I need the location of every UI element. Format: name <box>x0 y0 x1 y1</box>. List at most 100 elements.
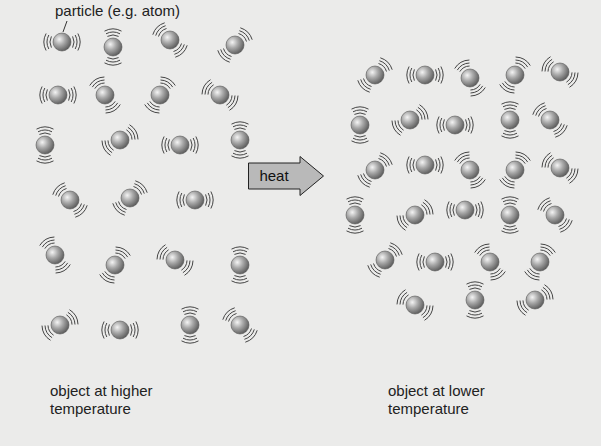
particles <box>36 23 578 343</box>
particle <box>506 66 524 84</box>
vibration-marks <box>202 80 238 111</box>
vibration-marks <box>397 200 433 231</box>
particle <box>406 206 424 224</box>
particle <box>501 111 519 129</box>
particle <box>104 38 122 56</box>
particle <box>351 116 369 134</box>
vibration-marks <box>417 254 453 271</box>
particle <box>416 156 434 174</box>
particle <box>366 161 384 179</box>
vibration-marks <box>517 285 553 316</box>
arrow-label: heat <box>259 167 288 185</box>
particle <box>36 136 54 154</box>
particle <box>231 256 249 274</box>
particle <box>376 251 394 269</box>
vibration-marks <box>232 122 249 158</box>
vibration-marks <box>455 152 486 188</box>
vibration-marks <box>182 307 199 343</box>
vibration-marks <box>437 117 473 134</box>
vibration-marks <box>368 243 402 277</box>
vibration-marks <box>145 77 176 113</box>
arrow-outline <box>249 157 324 196</box>
particle <box>151 86 169 104</box>
particle <box>121 189 139 207</box>
vibration-marks <box>100 247 131 283</box>
particle <box>461 69 479 87</box>
particle <box>161 31 179 49</box>
particle <box>551 159 569 177</box>
particle <box>226 36 244 54</box>
vibration-marks <box>502 197 519 233</box>
vibration-marks <box>153 23 187 57</box>
particle <box>111 131 129 149</box>
particle <box>551 63 569 81</box>
particle <box>446 116 464 134</box>
particle <box>546 206 564 224</box>
vibration-marks <box>42 310 78 341</box>
particle <box>106 256 124 274</box>
particle <box>346 206 364 224</box>
vibration-marks <box>40 237 71 273</box>
particle <box>416 66 434 84</box>
vibration-marks <box>218 28 252 62</box>
vibration-marks <box>358 153 392 187</box>
vibration-marks <box>90 77 121 113</box>
particle <box>366 66 384 84</box>
vibration-marks <box>475 244 506 280</box>
particle <box>96 86 114 104</box>
particle <box>51 316 69 334</box>
particle <box>481 253 499 271</box>
particle <box>46 246 64 264</box>
vibration-marks <box>502 102 519 138</box>
vibration-marks <box>157 245 193 276</box>
particle <box>166 251 184 269</box>
vibration-marks <box>232 247 249 283</box>
particle <box>171 136 189 154</box>
vibration-marks <box>223 308 257 342</box>
vibration-marks <box>113 181 147 215</box>
vibration-marks <box>40 87 76 104</box>
vibration-marks <box>358 58 392 92</box>
object-label: object at lower temperature <box>388 382 538 418</box>
vibration-marks <box>162 137 198 154</box>
particle <box>461 161 479 179</box>
particle <box>111 321 129 339</box>
vibration-marks <box>37 127 54 163</box>
vibration-marks <box>542 153 578 184</box>
vibration-marks <box>102 322 138 339</box>
particle <box>526 291 544 309</box>
vibration-marks <box>500 152 531 188</box>
particle <box>531 253 549 271</box>
particle <box>401 111 419 129</box>
object-label: object at higher temperature <box>50 382 200 418</box>
particle <box>53 33 71 51</box>
vibration-marks <box>102 125 138 156</box>
vibration-marks <box>447 202 483 219</box>
particle <box>541 111 559 129</box>
particle <box>466 291 484 309</box>
vibration-marks <box>397 290 433 321</box>
vibration-marks <box>538 198 572 232</box>
particle <box>456 201 474 219</box>
vibration-marks <box>533 103 567 137</box>
vibration-marks <box>392 105 428 136</box>
particle <box>181 316 199 334</box>
vibration-marks <box>105 29 122 65</box>
particle <box>426 253 444 271</box>
leader-line <box>63 21 67 32</box>
vibration-marks <box>177 192 213 209</box>
vibration-marks <box>525 244 556 280</box>
vibration-marks <box>542 57 578 88</box>
vibration-marks <box>455 60 486 96</box>
particle <box>61 191 79 209</box>
vibration-marks <box>407 157 443 174</box>
vibration-marks <box>352 107 369 143</box>
particle <box>231 316 249 334</box>
heat-arrow: heat <box>248 156 324 196</box>
particle <box>506 161 524 179</box>
vibration-marks <box>500 57 531 93</box>
particle <box>231 131 249 149</box>
particle <box>501 206 519 224</box>
vibration-marks <box>347 197 364 233</box>
